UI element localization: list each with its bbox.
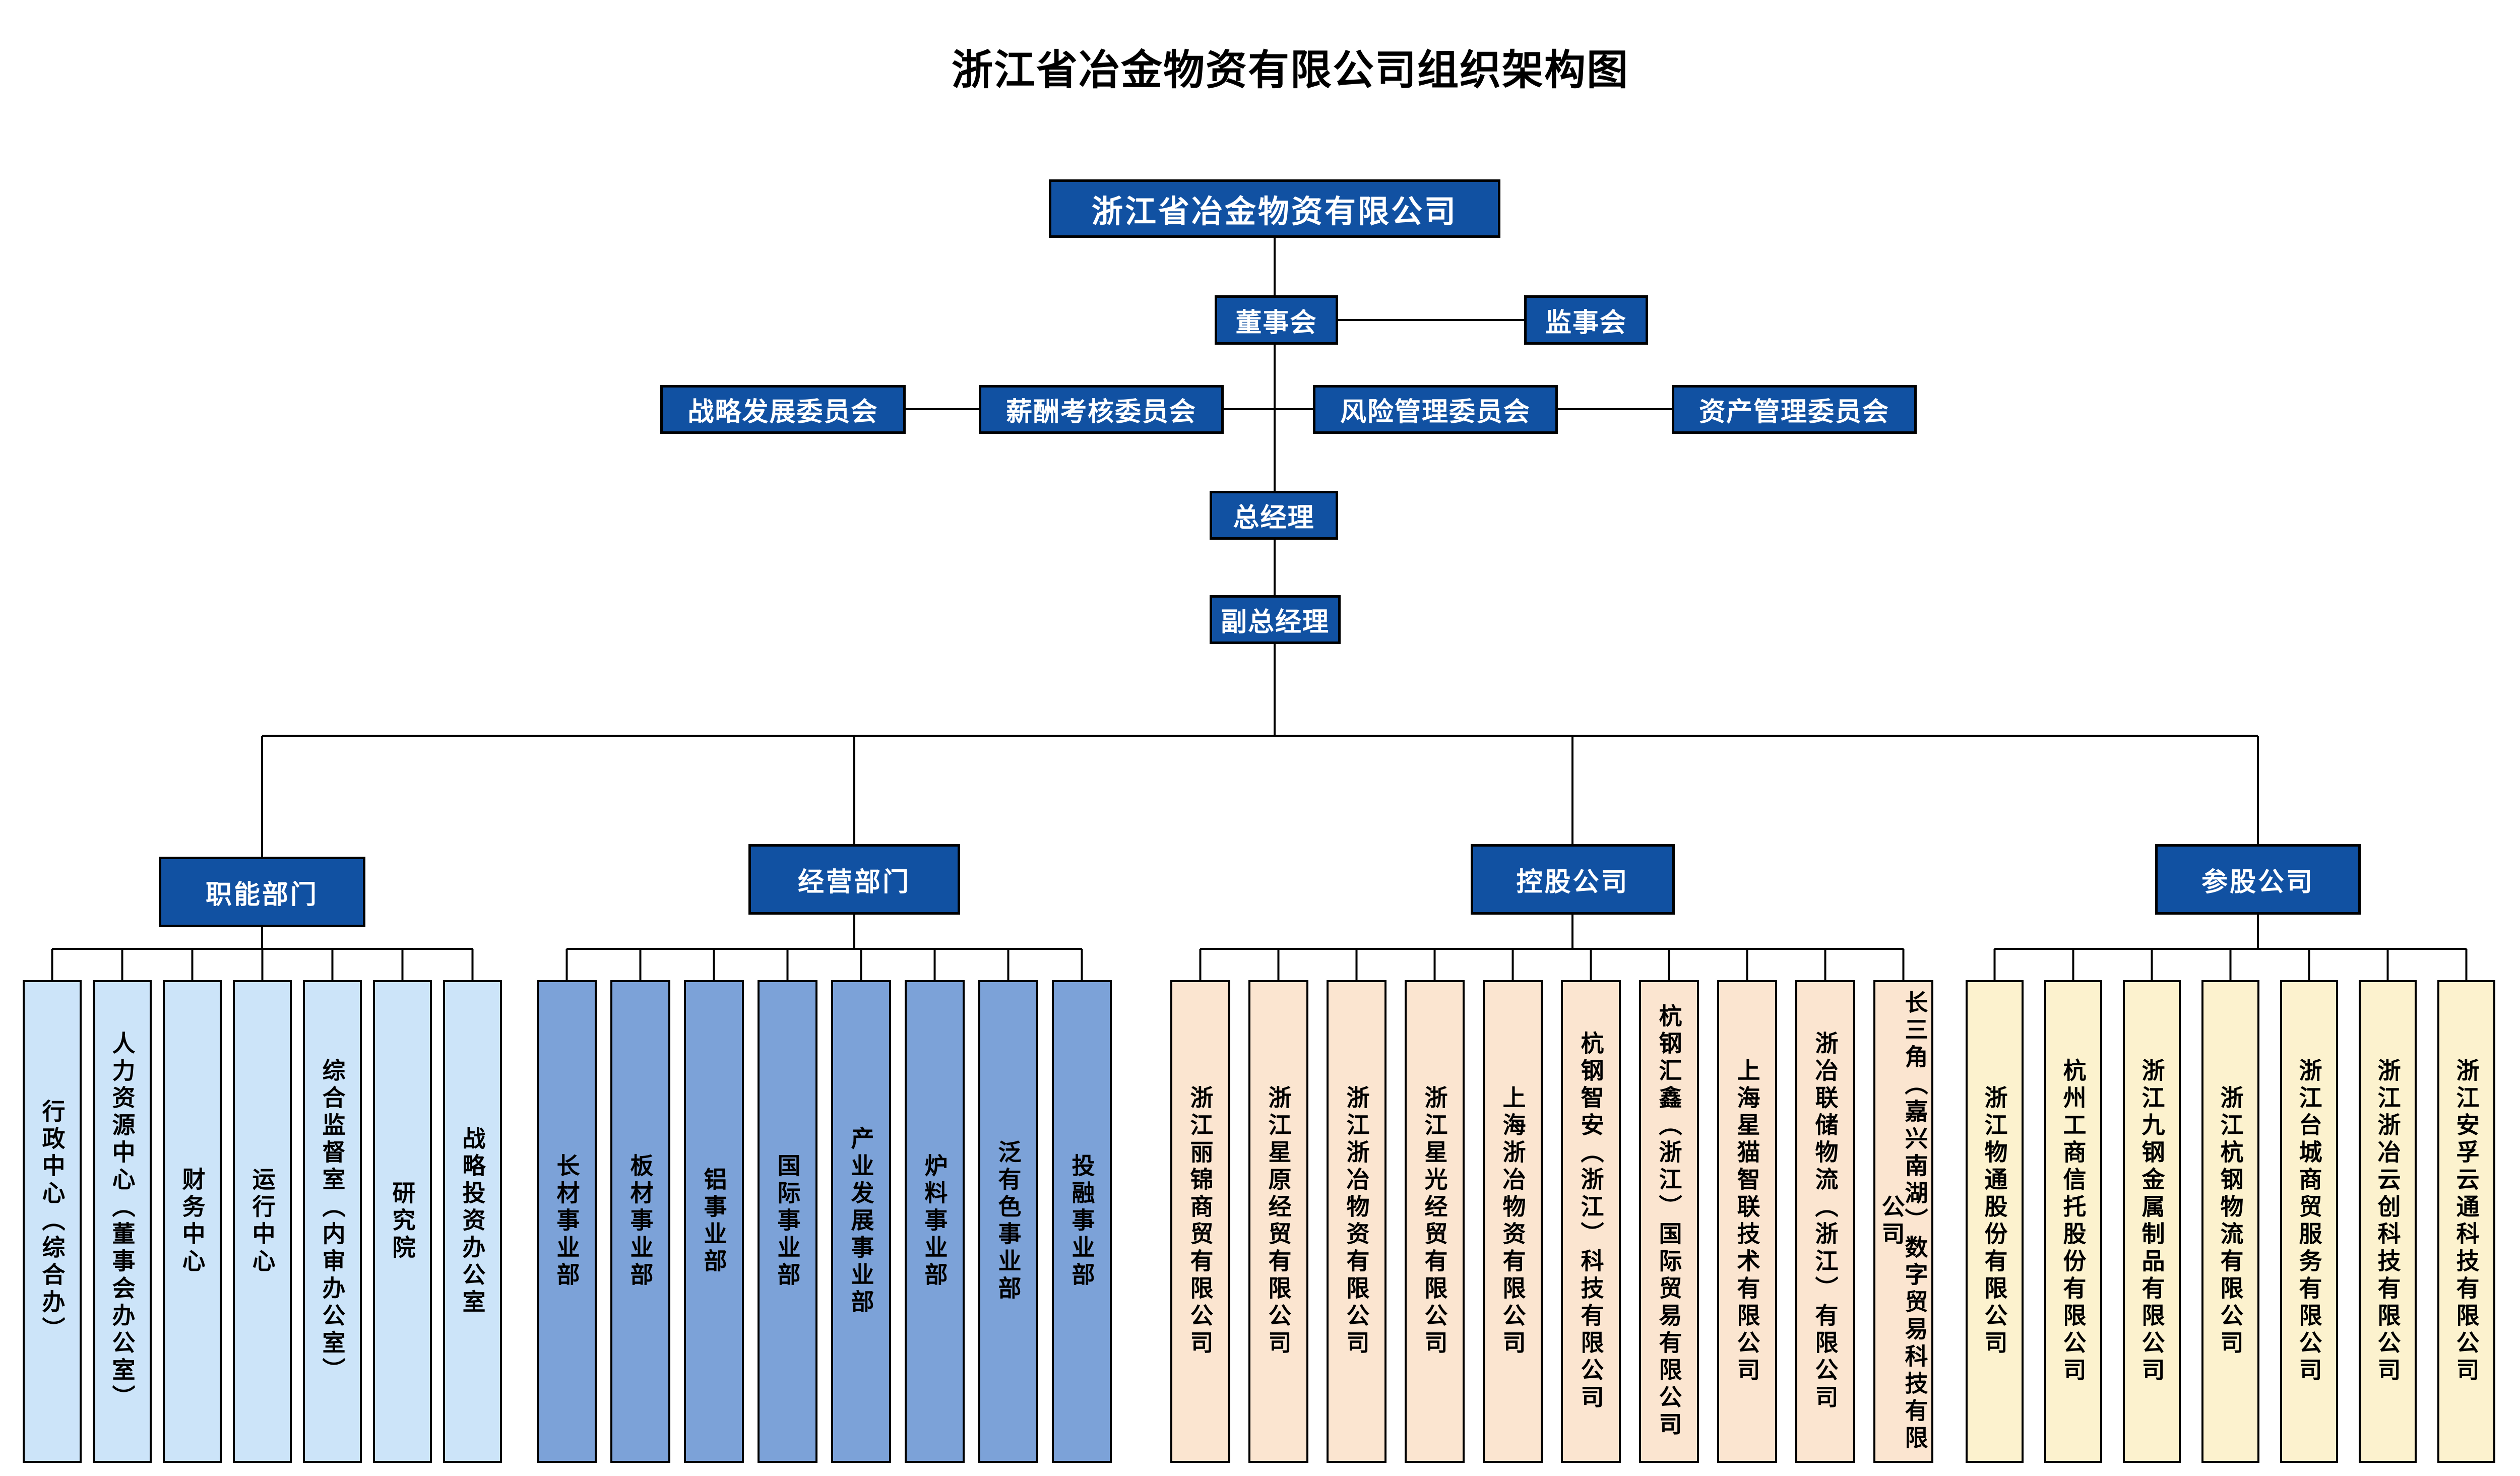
org-unit-research-institute: 研究院 [373,980,432,1463]
org-unit-jiugang-metal-products: 浙江九钢金属制品有限公司 [2123,980,2181,1463]
org-unit-label: 上海浙冶物资有限公司 [1499,1085,1527,1358]
org-unit-industry-development-division: 产业发展事业部 [831,980,891,1463]
org-unit-label: 浙江星原经贸有限公司 [1265,1085,1292,1358]
org-node-committee-compensation: 薪酬考核委员会 [979,385,1224,434]
org-unit-label: 运行中心 [248,1167,276,1276]
org-unit-hanggang-huixin: 杭钢汇鑫（浙江）国际贸易有限公司 [1639,980,1699,1463]
org-unit-wutong-holdings: 浙江物通股份有限公司 [1966,980,2024,1463]
org-unit-long-products-division: 长材事业部 [537,980,597,1463]
org-unit-label: 研究院 [389,1181,416,1262]
org-unit-operation-center: 运行中心 [233,980,292,1463]
org-unit-label: 杭州工商信托股份有限公司 [2059,1058,2087,1385]
org-unit-label: 浙江物通股份有限公司 [1981,1085,2008,1358]
org-unit-nonferrous-division: 泛有色事业部 [978,980,1038,1463]
org-unit-label: 杭钢汇鑫（浙江）国际贸易有限公司 [1655,1004,1683,1439]
org-unit-label: 上海星猫智联技术有限公司 [1733,1058,1761,1385]
org-node-root: 浙江省冶金物资有限公司 [1049,179,1500,238]
org-unit-shanghai-zheye-materials: 上海浙冶物资有限公司 [1483,980,1543,1463]
org-unit-label: 浙江丽锦商贸有限公司 [1186,1085,1214,1358]
org-unit-zheye-yunchuang: 浙江浙冶云创科技有限公司 [2359,980,2417,1463]
group-header-participation-companies: 参股公司 [2155,844,2361,915]
org-unit-label: 浙江台城商贸服务有限公司 [2295,1058,2323,1385]
org-unit-taicheng-trade-services: 浙江台城商贸服务有限公司 [2280,980,2338,1463]
group-header-functional-departments: 职能部门 [159,857,365,927]
org-node-board: 董事会 [1215,295,1338,345]
org-node-committee-risk: 风险管理委员会 [1313,385,1558,434]
org-unit-label: 浙江星光经贸有限公司 [1421,1085,1448,1358]
org-unit-changsanjiao-digital-trade: 长三角（嘉兴南湖）数字贸易科技有限公司 [1873,980,1933,1463]
org-unit-lijin-trading: 浙江丽锦商贸有限公司 [1170,980,1230,1463]
chart-title: 浙江省冶金物资有限公司组织架构图 [951,46,1629,94]
org-unit-label: 产业发展事业部 [847,1126,875,1317]
org-unit-zheye-materials: 浙江浙冶物资有限公司 [1327,980,1387,1463]
org-unit-hanggang-zhian: 杭钢智安（浙江）科技有限公司 [1561,980,1621,1463]
org-unit-hr-center: 人力资源中心（董事会办公室） [93,980,152,1463]
org-unit-label: 浙冶联储物流（浙江）有限公司 [1811,1031,1839,1412]
org-node-committee-strategy: 战略发展委员会 [660,385,906,434]
org-unit-zheye-lianchu-logistics: 浙冶联储物流（浙江）有限公司 [1795,980,1855,1463]
org-unit-label: 国际事业部 [774,1153,801,1290]
org-unit-hangzhou-trust: 杭州工商信托股份有限公司 [2044,980,2102,1463]
org-unit-label: 杭钢智安（浙江）科技有限公司 [1577,1031,1605,1412]
org-unit-investment-financing-division: 投融事业部 [1052,980,1112,1463]
org-unit-xingyuan-trading: 浙江星原经贸有限公司 [1248,980,1308,1463]
org-unit-label: 人力资源中心（董事会办公室） [108,1031,136,1412]
org-unit-label: 长三角（嘉兴南湖）数字贸易科技有限公司 [1878,990,1929,1453]
org-unit-strategic-investment-office: 战略投资办公室 [443,980,502,1463]
org-node-committee-assets: 资产管理委员会 [1672,385,1917,434]
org-unit-label: 泛有色事业部 [994,1140,1022,1303]
org-unit-xingguang-trading: 浙江星光经贸有限公司 [1405,980,1465,1463]
group-header-business-departments: 经营部门 [748,844,960,915]
org-unit-label: 浙江浙冶物资有限公司 [1343,1085,1370,1358]
org-unit-label: 战略投资办公室 [459,1126,486,1317]
org-unit-label: 行政中心（综合办） [38,1099,66,1344]
group-header-holding-companies: 控股公司 [1471,844,1675,915]
org-unit-international-division: 国际事业部 [758,980,817,1463]
org-unit-label: 铝事业部 [700,1167,728,1276]
org-unit-label: 投融事业部 [1068,1153,1096,1290]
org-unit-finance-center: 财务中心 [163,980,222,1463]
org-unit-label: 板材事业部 [626,1153,654,1290]
org-unit-xingmao-zhilian: 上海星猫智联技术有限公司 [1717,980,1777,1463]
org-unit-label: 炉料事业部 [921,1153,949,1290]
org-unit-admin-center: 行政中心（综合办） [23,980,82,1463]
org-unit-furnace-materials-division: 炉料事业部 [905,980,965,1463]
org-node-general-manager: 总经理 [1210,491,1338,540]
org-node-deputy-general-manager: 副总经理 [1210,595,1341,644]
org-unit-label: 综合监督室（内审办公室） [319,1058,346,1385]
org-unit-label: 长材事业部 [553,1153,581,1290]
org-unit-label: 财务中心 [178,1167,206,1276]
org-unit-label: 浙江安孚云通科技有限公司 [2452,1058,2480,1385]
org-node-supervisory: 监事会 [1524,295,1648,345]
org-unit-supervision-office: 综合监督室（内审办公室） [303,980,362,1463]
org-unit-anfu-yuntong: 浙江安孚云通科技有限公司 [2437,980,2495,1463]
org-unit-hanggang-logistics: 浙江杭钢物流有限公司 [2201,980,2259,1463]
org-unit-label: 浙江九钢金属制品有限公司 [2138,1058,2166,1385]
org-unit-aluminum-division: 铝事业部 [684,980,744,1463]
org-unit-plate-division: 板材事业部 [610,980,670,1463]
org-unit-label: 浙江浙冶云创科技有限公司 [2374,1058,2402,1385]
org-unit-label: 浙江杭钢物流有限公司 [2217,1085,2244,1358]
